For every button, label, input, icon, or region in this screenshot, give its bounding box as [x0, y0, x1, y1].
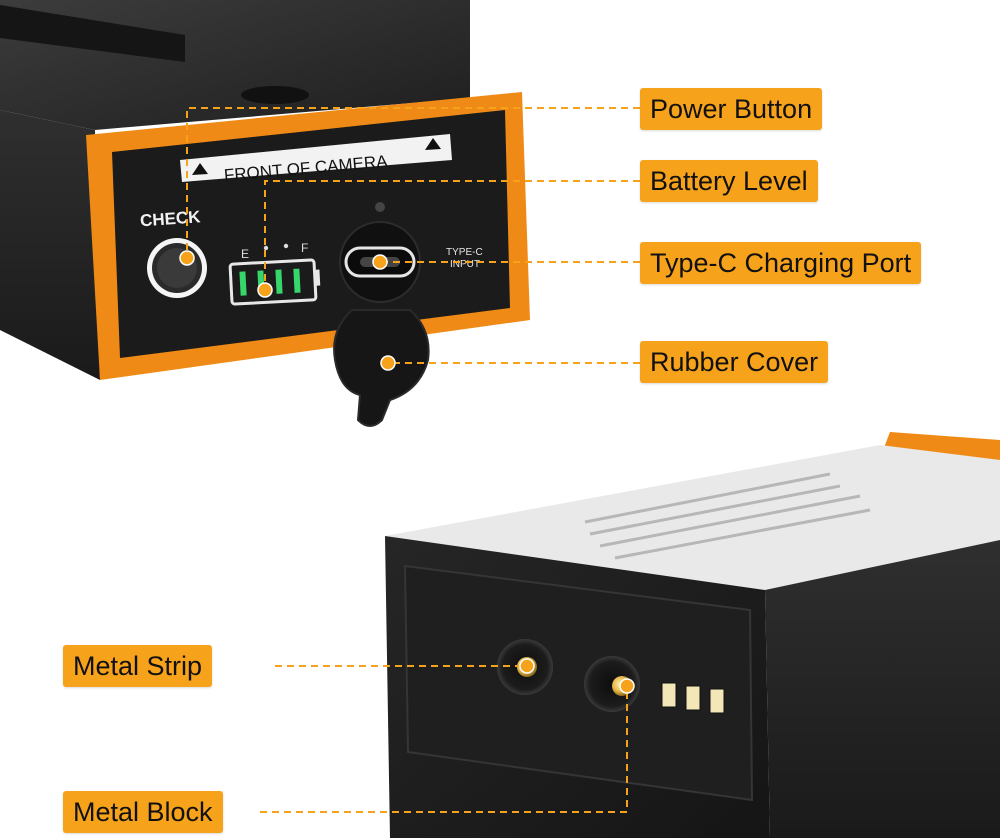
- battery-side-surface: [0, 110, 100, 380]
- callout-metal-strip: Metal Strip: [63, 645, 213, 687]
- battery-side-face: [765, 540, 1000, 838]
- contact-plate: [403, 564, 754, 802]
- warning-triangle-icon-left: [192, 163, 208, 175]
- front-label-strip: [180, 134, 452, 182]
- data-pin: [661, 682, 677, 708]
- leader-dots: [179, 250, 635, 694]
- power-button-dot: [179, 250, 195, 266]
- leader-power-button: [186, 107, 640, 258]
- spec-label-lines: [584, 472, 871, 560]
- typec-dot: [372, 254, 388, 270]
- callout-battery-level: Battery Level: [640, 160, 818, 202]
- power-button: [241, 86, 309, 104]
- port-label-line2: INPUT: [450, 259, 480, 270]
- mount-slot: [0, 5, 185, 62]
- level-empty-label: E: [241, 247, 249, 261]
- callout-power-button: Power Button: [640, 88, 823, 130]
- level-full-label: F: [301, 241, 308, 255]
- rubber-cover-dot: [380, 355, 396, 371]
- battery-top-unit: FRONT OF CAMERA CHECK E F TYPE-C INPUT: [0, 0, 530, 427]
- data-pin: [709, 688, 725, 714]
- level-led-bar: [239, 271, 247, 296]
- battery-level-dot: [257, 282, 273, 298]
- label-face: [385, 445, 1000, 590]
- data-pin: [685, 685, 701, 711]
- leader-lines: [186, 107, 640, 813]
- warning-triangle-icon-right: [425, 138, 441, 150]
- metal-block-dot: [619, 678, 635, 694]
- port-label-line1: TYPE-C: [446, 247, 483, 258]
- metal-strip-dot: [519, 658, 535, 674]
- rubber-cover-icon: [333, 309, 430, 427]
- leader-battery-level: [264, 180, 640, 290]
- level-led-bar: [275, 269, 283, 294]
- callout-rubber-cover: Rubber Cover: [640, 341, 829, 383]
- battery-bottom-unit: [385, 432, 1000, 838]
- leader-metal-block: [260, 686, 628, 813]
- level-led-bar: [293, 268, 301, 293]
- callout-typec-port: Type-C Charging Port: [640, 242, 922, 284]
- callout-metal-block: Metal Block: [63, 791, 223, 833]
